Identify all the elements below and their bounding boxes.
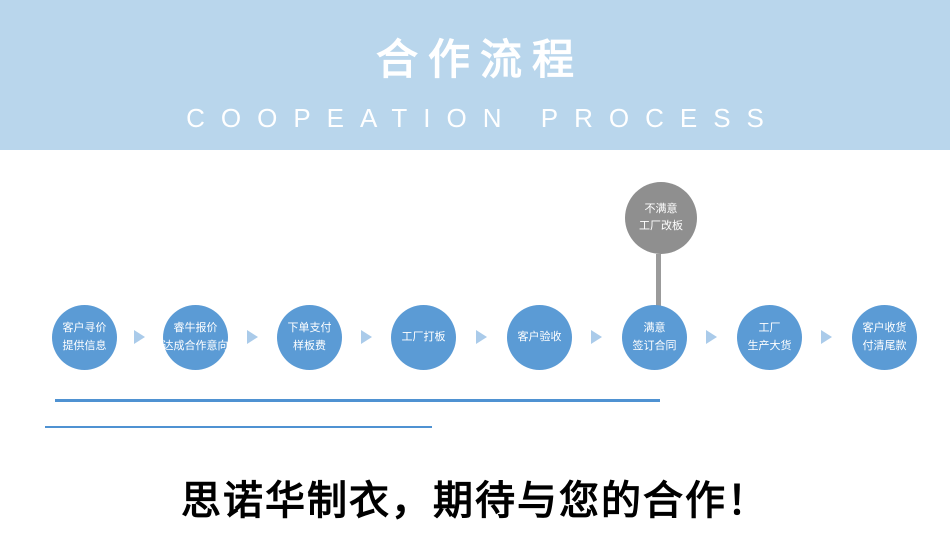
flow-step-label: 签订合同 <box>632 339 677 352</box>
flow-step-quote: 睿牛报价 达成合作意向 <box>162 305 229 370</box>
flow-step-label: 工厂打板 <box>401 330 446 343</box>
flow-step-label: 不满意 <box>644 202 678 215</box>
arrow-right-icon <box>476 330 487 344</box>
flow-step-label: 付清尾款 <box>862 339 907 352</box>
flow-step-rework: 不满意 工厂改板 <box>625 182 697 254</box>
page-subtitle: COOPEATION PROCESS <box>186 103 780 133</box>
cooperation-flow-diagram: 不满意 工厂改板 客户寻价 提供信息 睿牛报价 达成合作意向 下单支付 样板费 … <box>0 150 950 460</box>
flow-step-label: 满意 <box>643 322 666 335</box>
arrow-right-icon <box>591 330 602 344</box>
footer-slogan: 思诺华制衣，期待与您的合作！ <box>181 479 769 523</box>
rework-connector-line <box>656 254 661 306</box>
flow-step-label: 客户收货 <box>862 322 907 335</box>
flow-step-label: 生产大货 <box>747 339 792 352</box>
flow-step-production: 工厂 生产大货 <box>737 305 802 370</box>
flow-step-label: 样板费 <box>293 339 326 352</box>
flow-step-label: 下单支付 <box>287 322 332 335</box>
flow-step-label: 提供信息 <box>62 339 107 352</box>
page-title: 合作流程 <box>375 36 584 83</box>
arrow-right-icon <box>134 330 145 344</box>
banner: 合作流程 COOPEATION PROCESS <box>0 0 950 150</box>
flow-step-acceptance: 客户验收 <box>507 305 572 370</box>
arrow-right-icon <box>821 330 832 344</box>
flow-step-label: 客户寻价 <box>62 322 107 335</box>
divider-line-long <box>55 399 660 402</box>
flow-step-label: 客户验收 <box>517 330 562 343</box>
flow-step-sampling: 工厂打板 <box>391 305 456 370</box>
flow-step-label: 工厂改板 <box>639 220 683 232</box>
flow-step-inquiry: 客户寻价 提供信息 <box>52 305 117 370</box>
arrow-right-icon <box>247 330 258 344</box>
arrow-right-icon <box>361 330 372 344</box>
flow-step-final-payment: 客户收货 付清尾款 <box>852 305 917 370</box>
arrow-right-icon <box>706 330 717 344</box>
flow-step-label: 工厂 <box>758 322 781 335</box>
flow-step-contract: 满意 签订合同 <box>622 305 687 370</box>
flow-step-sample-fee: 下单支付 样板费 <box>277 305 342 370</box>
divider-line-short <box>45 426 432 428</box>
flow-step-label: 达成合作意向 <box>162 339 229 352</box>
flow-step-label: 睿牛报价 <box>173 322 218 335</box>
